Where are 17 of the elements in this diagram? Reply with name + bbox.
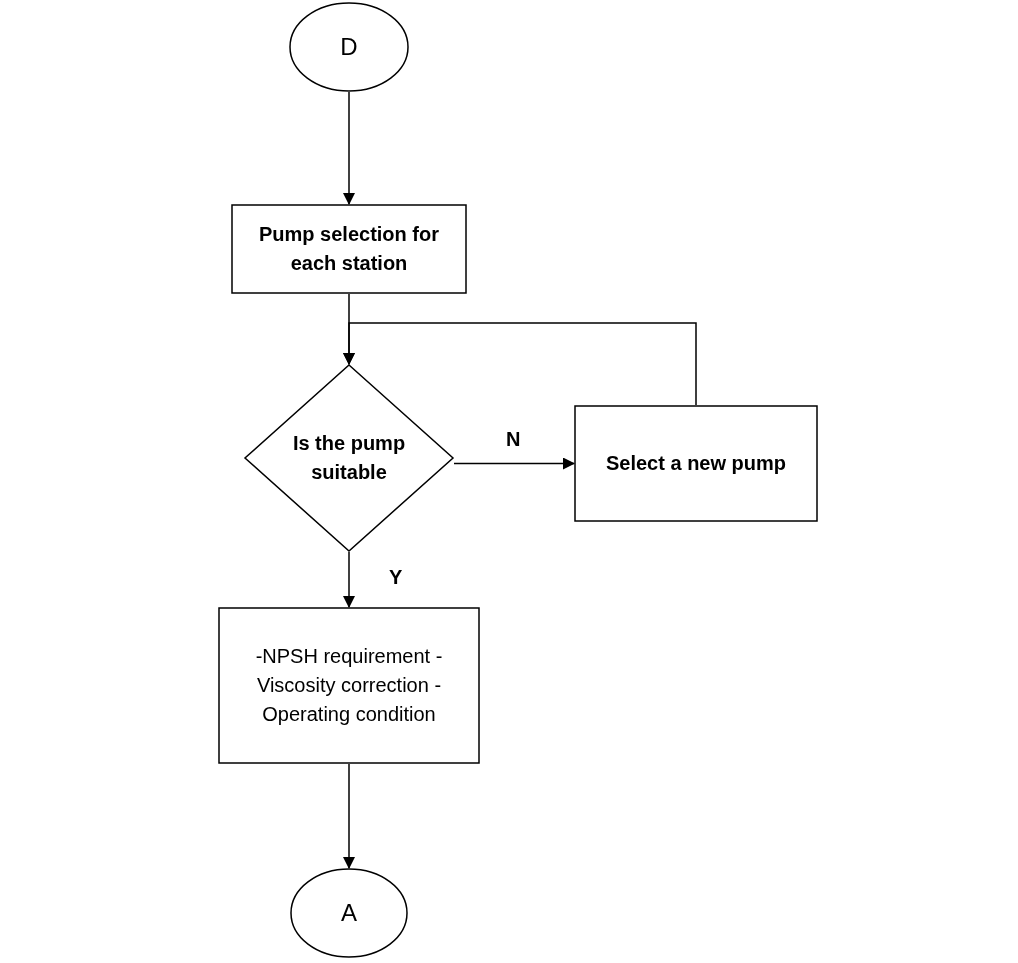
arrow [343,91,355,205]
node-text: Is the pump suitable [291,431,407,485]
arrow [343,322,697,406]
node-text: Pump selection for each station [258,222,440,276]
arrow [343,551,355,608]
connector-circle [289,2,409,92]
arrow [343,763,355,869]
node-text: -NPSH requirement -Viscosity correction -Operating condition [254,644,444,727]
process-box [218,607,480,764]
process-box [574,405,818,522]
node-text: D [340,31,358,62]
arrow [453,457,575,470]
node-text: A [341,897,357,928]
node-text: Select a new pump [605,451,787,476]
process-box [231,204,467,294]
connector-circle [290,868,408,958]
decision-diamond [244,364,454,552]
